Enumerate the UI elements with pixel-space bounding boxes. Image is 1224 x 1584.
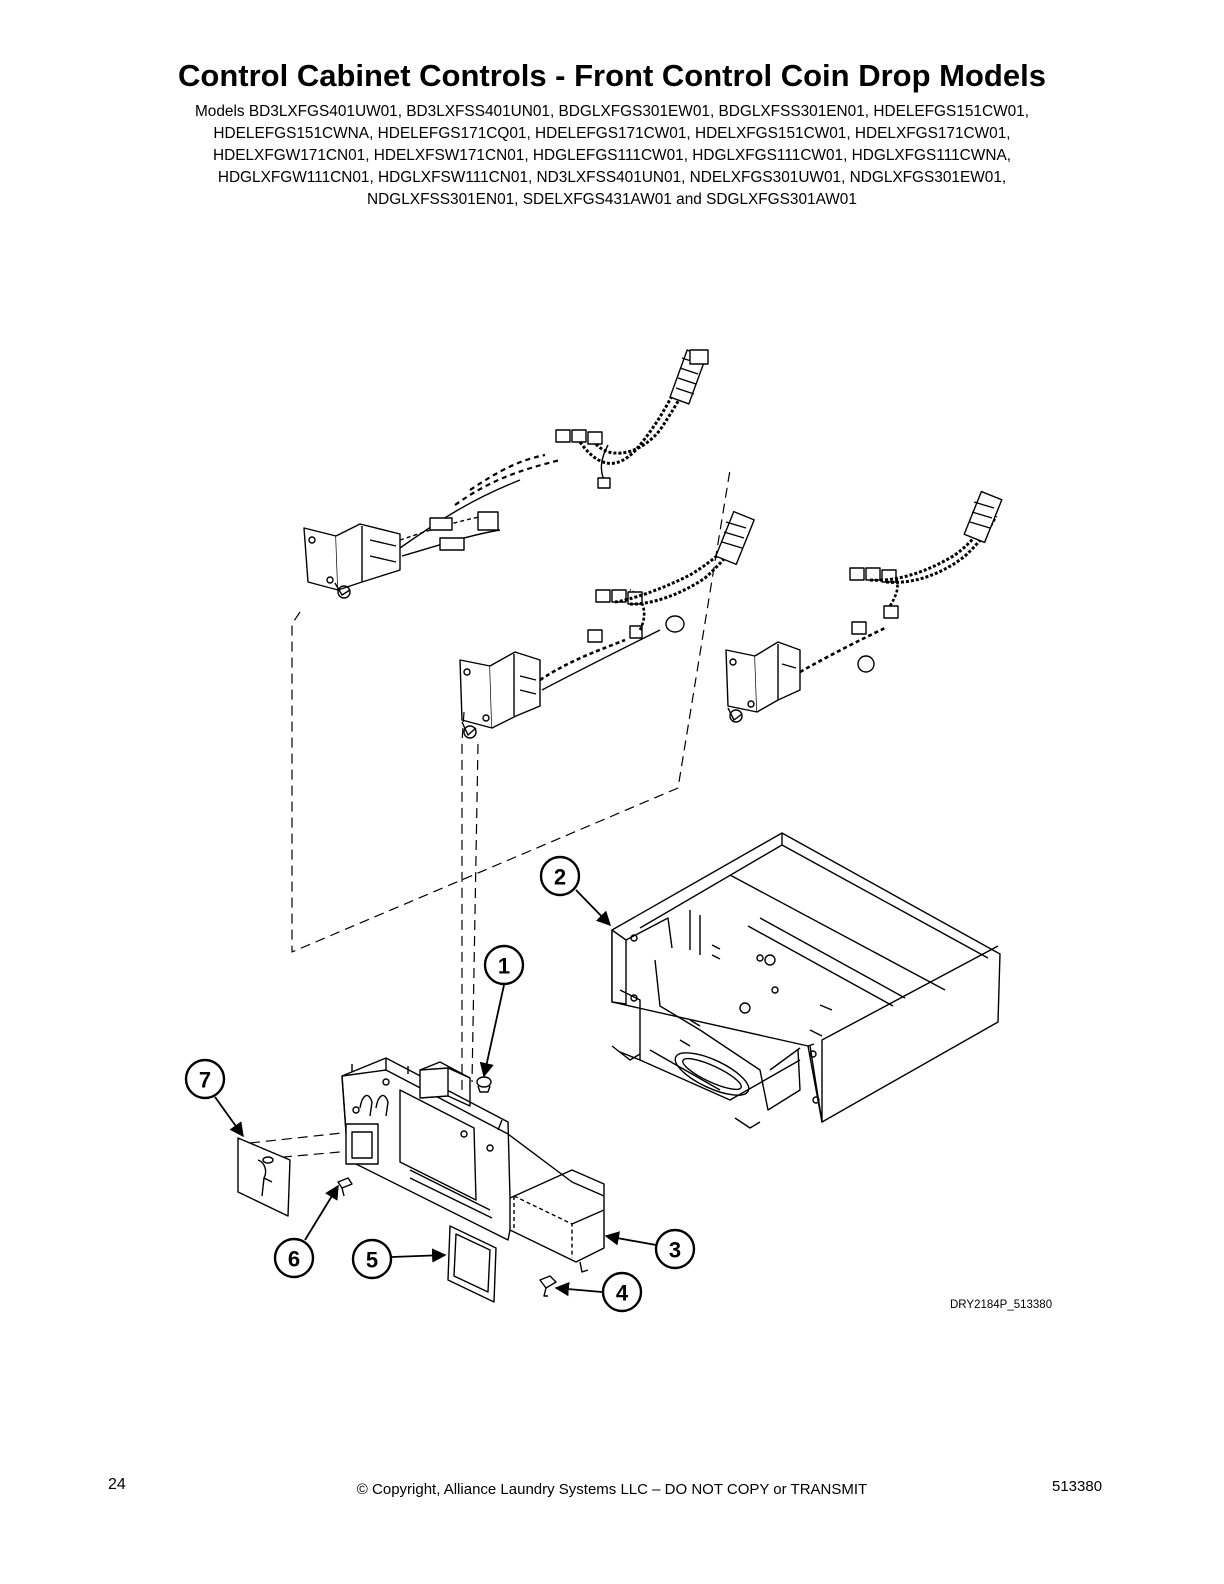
part-5-label-plate (447, 1225, 497, 1303)
page-title: Control Cabinet Controls - Front Control… (178, 58, 1046, 93)
model-list-line: Models BD3LXFGS401UW01, BD3LXFSS401UN01,… (194, 103, 1030, 120)
part-4-screw (539, 1275, 557, 1297)
callout-7-label: 7 (199, 1068, 211, 1093)
callout-5-label: 5 (366, 1248, 378, 1273)
part-6-screw (337, 1177, 353, 1197)
wire-harness-assembly-middle (459, 510, 755, 739)
wire-harness-assembly-right (725, 490, 1003, 723)
callout-leaders (214, 889, 657, 1297)
assembly-guide-lines (249, 469, 731, 1161)
callout-6-label: 6 (288, 1247, 300, 1272)
page-number: 24 (108, 1476, 126, 1493)
model-list-line: NDGLXFSS301EN01, SDELXFGS431AW01 and SDG… (367, 191, 857, 208)
copyright-notice: © Copyright, Alliance Laundry Systems LL… (356, 1481, 868, 1498)
callout-3: 3 (654, 1228, 696, 1270)
front-control-panel (341, 1057, 605, 1273)
model-list-line: HDELEFGS151CWNA, HDELEFGS171CQ01, HDELEF… (213, 125, 1011, 142)
part-7-coin-decal (237, 1137, 291, 1217)
callout-3-label: 3 (669, 1238, 681, 1263)
part-1-screw (476, 1076, 492, 1093)
control-cabinet (611, 832, 1001, 1129)
model-list: Models BD3LXFGS401UW01, BD3LXFSS401UN01,… (112, 101, 1112, 211)
document-number: 513380 (1052, 1478, 1103, 1495)
callout-4: 4 (601, 1271, 643, 1313)
model-list-line: HDELXFGW171CN01, HDELXFSW171CN01, HDGLEF… (213, 147, 1011, 164)
callout-1-label: 1 (498, 954, 510, 979)
callout-6: 6 (273, 1237, 315, 1279)
callout-4-label: 4 (616, 1281, 629, 1306)
wire-harness-assembly-upper (303, 349, 709, 599)
figure-id: DRY2184P_513380 (950, 1299, 1053, 1311)
callout-2-label: 2 (554, 865, 566, 890)
callout-5: 5 (351, 1238, 393, 1280)
callout-1: 1 (483, 944, 525, 986)
callout-2: 2 (539, 855, 581, 897)
callout-7: 7 (184, 1058, 226, 1100)
model-list-line: HDGLXFGW111CN01, HDGLXFSW111CN01, ND3LXF… (217, 169, 1007, 186)
